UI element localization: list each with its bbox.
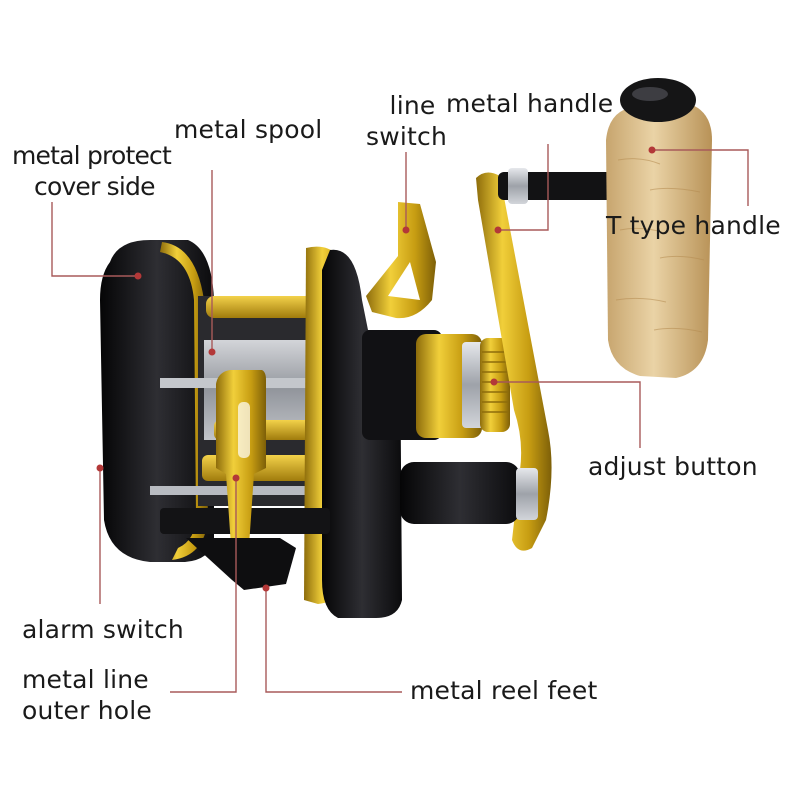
side-plate-left bbox=[100, 240, 214, 562]
label-line: metal line bbox=[22, 665, 149, 694]
label-metal-line-outer-hole: metal line outer hole bbox=[22, 664, 152, 726]
leader-adjust-button bbox=[494, 381, 641, 448]
cork-texture bbox=[615, 158, 705, 333]
handle-shaft-collar bbox=[508, 168, 528, 204]
label-alarm-switch: alarm switch bbox=[22, 615, 184, 644]
label-metal-protect-cover-side: metal protect cover side bbox=[12, 140, 172, 202]
callout-dots bbox=[96, 146, 656, 592]
dot-t-handle bbox=[648, 146, 656, 154]
left-gold-rim bbox=[160, 242, 208, 560]
label-metal-handle: metal handle bbox=[446, 89, 614, 118]
leader-reel-feet bbox=[265, 588, 402, 693]
leader-t-handle bbox=[654, 149, 749, 206]
alarm-switch-slider bbox=[216, 370, 266, 560]
leader-metal-handle bbox=[500, 144, 549, 231]
dot-line-outer-hole bbox=[232, 474, 240, 482]
silver-gear-ring bbox=[462, 342, 484, 428]
label-line: line bbox=[389, 91, 436, 120]
line-switch-lever bbox=[366, 202, 436, 319]
leader-protect-cover bbox=[51, 202, 138, 277]
label-line: switch bbox=[366, 122, 448, 151]
label-line: metal protect bbox=[12, 141, 172, 170]
handle-arm bbox=[476, 172, 552, 551]
reel-body bbox=[100, 78, 712, 619]
adjust-button-knurl bbox=[482, 351, 508, 413]
dot-alarm-switch bbox=[96, 464, 104, 472]
dot-protect-cover bbox=[134, 272, 142, 280]
label-metal-spool: metal spool bbox=[174, 115, 323, 144]
dot-metal-handle bbox=[494, 226, 502, 234]
reel-feet-shape bbox=[186, 538, 296, 590]
alarm-slot bbox=[238, 402, 250, 458]
dot-adjust-button bbox=[490, 378, 498, 386]
label-metal-reel-feet: metal reel feet bbox=[410, 676, 598, 705]
label-t-type-handle: T type handle bbox=[606, 211, 781, 240]
leader-line-outer-hole bbox=[170, 480, 237, 693]
leader-lines bbox=[51, 144, 749, 693]
label-line: outer hole bbox=[22, 696, 153, 725]
lower-spindle-cap bbox=[516, 468, 538, 520]
label-line-switch: line switch bbox=[366, 90, 447, 152]
dot-reel-feet bbox=[262, 584, 270, 592]
label-line: cover side bbox=[34, 172, 155, 201]
t-handle-cork bbox=[606, 100, 712, 378]
line-switch-cutout bbox=[388, 262, 420, 300]
t-handle-cap-highlight bbox=[632, 87, 668, 101]
dot-metal-spool bbox=[208, 348, 216, 356]
dot-line-switch bbox=[402, 226, 410, 234]
lower-spindle bbox=[400, 462, 520, 524]
label-adjust-button: adjust button bbox=[588, 452, 758, 481]
